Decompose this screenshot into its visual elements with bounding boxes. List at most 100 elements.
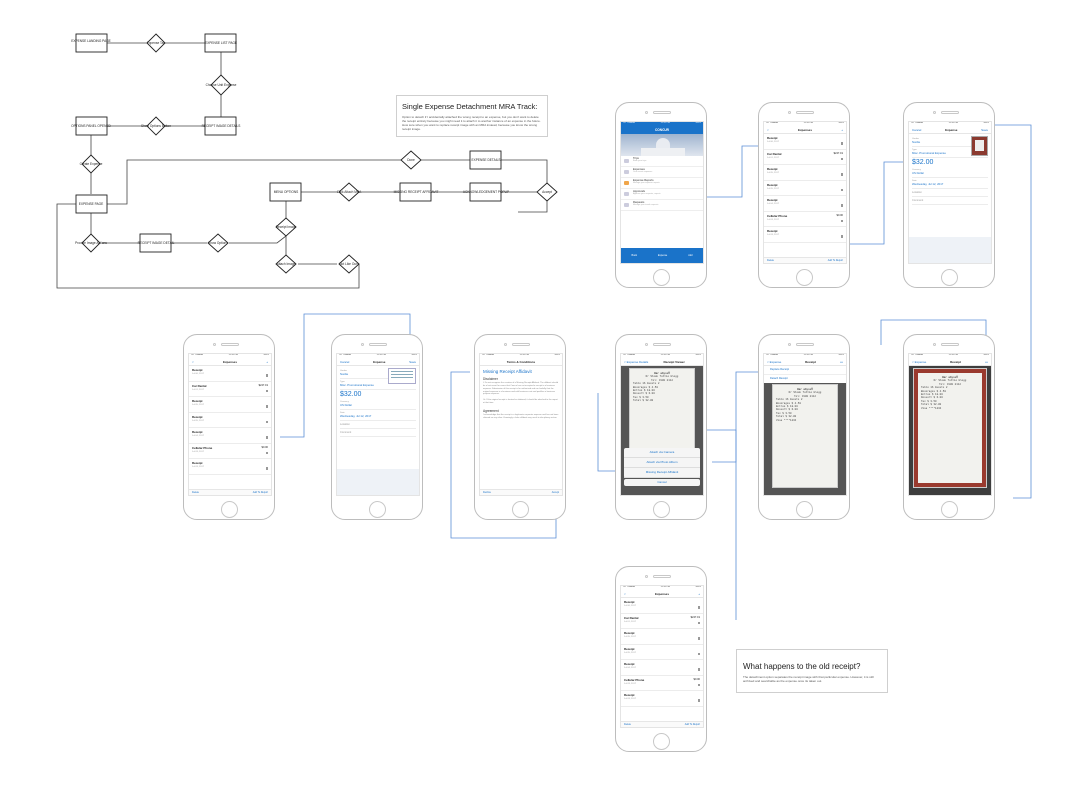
attach-album-option[interactable]: Attach via Photo Album <box>624 458 700 468</box>
receipt-icon <box>841 158 843 161</box>
receipt-icon <box>698 622 700 625</box>
cancel-button[interactable]: Cancel <box>912 128 921 132</box>
mra-thumbnail[interactable] <box>388 368 416 384</box>
receipt-icon <box>266 390 268 393</box>
add-button[interactable]: + <box>841 128 843 132</box>
action-sheet: Attach via Camera Attach via Photo Album… <box>624 448 700 478</box>
save-button[interactable]: Save <box>981 128 988 132</box>
receipt-icon <box>266 405 268 408</box>
mra-option[interactable]: Missing Receipt Affidavit <box>624 468 700 478</box>
receipt-icon <box>266 421 268 424</box>
receipt-icon <box>266 374 268 377</box>
delete-button[interactable]: Delete <box>767 259 774 262</box>
phone-expense-list-1: •••• T-Mobile12:32 PM100% <Expenses+ Rec… <box>758 102 850 288</box>
decline-button[interactable]: Decline <box>483 491 491 494</box>
cancel-button[interactable]: Cancel <box>624 479 700 486</box>
back-button[interactable]: < Expense <box>912 360 926 364</box>
mra-heading: Missing Receipt Affidavit <box>483 371 559 374</box>
screen-title: Terms & Conditions <box>507 360 535 364</box>
back-button[interactable]: < Expense Details <box>624 360 648 364</box>
back-button[interactable]: < Expense <box>767 360 781 364</box>
amount[interactable]: $32.00 <box>340 391 416 398</box>
receipt-icon <box>698 637 700 640</box>
accept-button[interactable]: Accept <box>552 491 559 494</box>
delete-button[interactable]: Delete <box>624 723 631 726</box>
screen-title: Receipt Viewer <box>663 360 684 364</box>
back-button[interactable]: < <box>624 592 626 596</box>
replace-receipt-option[interactable]: Replace Receipt <box>764 366 846 375</box>
screen-title: Expenses <box>655 592 669 596</box>
receipt-icon <box>698 684 700 687</box>
tab-expense[interactable]: Expense <box>658 254 667 257</box>
tab-book[interactable]: Book <box>631 254 636 257</box>
note-old-receipt: What happens to the old receipt? The det… <box>736 649 888 693</box>
add-to-report-button[interactable]: Add To Report <box>253 491 268 494</box>
screen-title: Expenses <box>223 360 237 364</box>
delete-button[interactable]: Delete <box>192 491 199 494</box>
receipt-thumbnail[interactable] <box>971 136 988 156</box>
attach-camera-option[interactable]: Attach via Camera <box>624 448 700 458</box>
phone-expense-detail-2: •••• T-Mobile12:32 PM100% CancelExpenseS… <box>331 334 423 520</box>
phone-terms: •••• T-Mobile12:32 PM100% Terms & Condit… <box>474 334 566 520</box>
cancel-sheet: Cancel <box>624 479 700 486</box>
add-to-report-button[interactable]: Add To Report <box>685 723 700 726</box>
back-button[interactable]: < <box>767 128 769 132</box>
note-body: The detachment option separates the rece… <box>743 675 881 683</box>
phone-expense-detail-1: •••• T-Mobile12:32 PM100% CancelExpenseS… <box>903 102 995 288</box>
receipt-icon <box>698 699 700 702</box>
add-button[interactable]: + <box>266 360 268 364</box>
capitol-image <box>621 134 703 156</box>
amount[interactable]: $32.00 <box>912 159 988 166</box>
more-button[interactable]: ••• <box>840 360 843 364</box>
receipt-icon <box>841 189 843 192</box>
receipt-icon <box>841 173 843 176</box>
brand-bar: CONCUR <box>621 126 703 134</box>
note-mra-track: Single Expense Detachment MRA Track: Opt… <box>396 95 548 137</box>
receipt-icon <box>841 204 843 207</box>
add-to-report-button[interactable]: Add To Report <box>828 259 843 262</box>
detach-receipt-option[interactable]: Detach Receipt <box>764 375 846 383</box>
screen-title: Expense <box>373 360 385 364</box>
more-button[interactable]: ••• <box>985 360 988 364</box>
tab-add[interactable]: Add <box>688 254 692 257</box>
add-button[interactable]: + <box>698 592 700 596</box>
cancel-button[interactable]: Cancel <box>340 360 349 364</box>
receipt-icon <box>841 220 843 223</box>
back-button[interactable]: < <box>192 360 194 364</box>
note-title: What happens to the old receipt? <box>743 662 881 671</box>
receipt-icon <box>266 467 268 470</box>
receipt-icon <box>841 235 843 238</box>
home-tab-bar: Book Expense Add <box>621 248 703 263</box>
save-button[interactable]: Save <box>409 360 416 364</box>
receipt-icon <box>698 668 700 671</box>
